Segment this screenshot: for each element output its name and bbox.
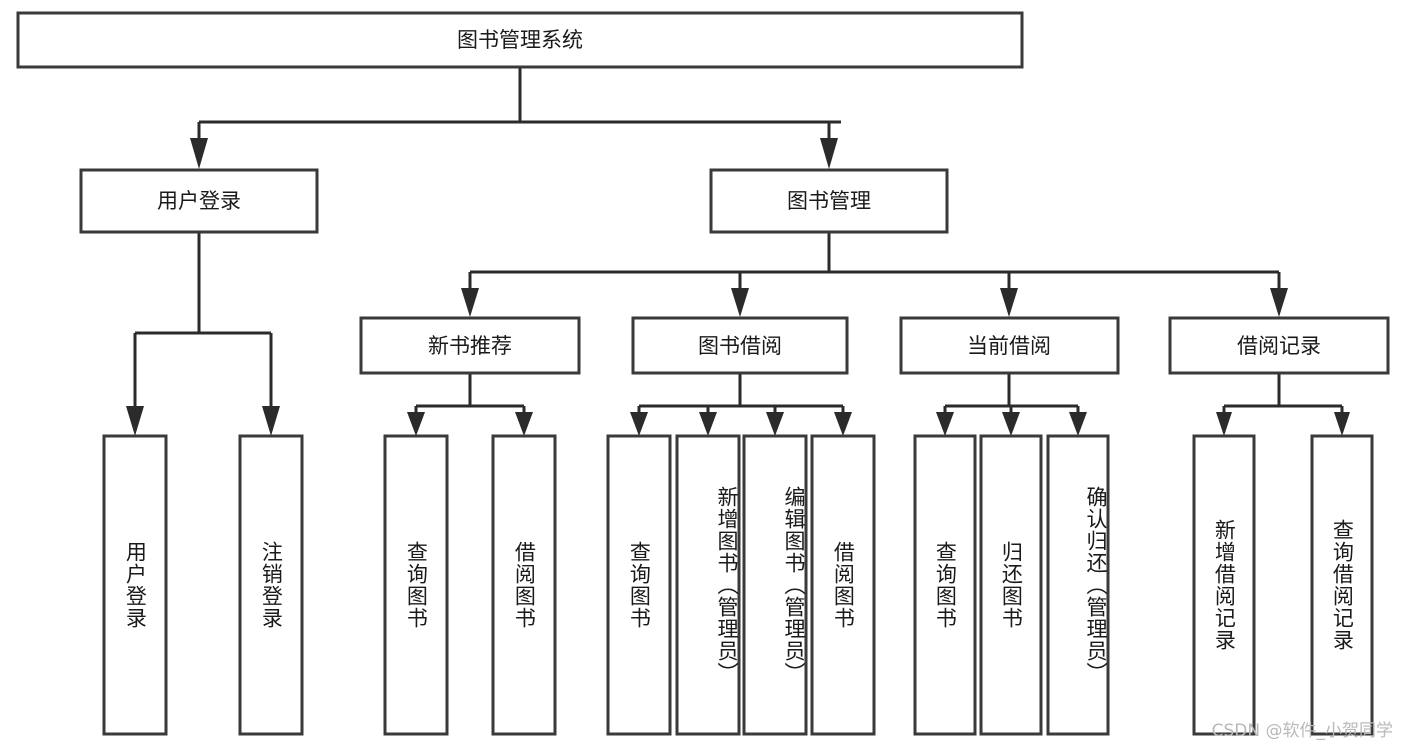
arrow-head-leaf-query-book-3	[936, 412, 954, 436]
csdn-watermark: CSDN @软件_小贺同学	[1211, 721, 1393, 741]
arrow-head-leaf-query-book-1	[407, 412, 425, 436]
connector-group-borrow-to-leaves	[630, 373, 852, 436]
node-leaf-query-record-box[interactable]	[1310, 434, 1374, 736]
node-newbook-label: 新书推荐	[428, 334, 512, 358]
node-leaf-user-login-box[interactable]	[102, 434, 168, 736]
node-leaf-query-book-3-box[interactable]	[913, 434, 977, 736]
arrow-head-leaf-add-record	[1216, 412, 1232, 436]
node-newbook[interactable]: 新书推荐	[359, 316, 581, 375]
connector-group-root-to-level2	[190, 67, 841, 169]
node-borrow[interactable]: 图书借阅	[631, 316, 849, 375]
node-newbook-box[interactable]	[359, 316, 581, 375]
arrow-head-leaf-confirm-return	[1069, 412, 1087, 436]
node-records-box[interactable]	[1168, 316, 1390, 375]
node-current-label: 当前借阅	[967, 334, 1051, 358]
arrow-head-leaf-logout	[262, 406, 280, 436]
arrow-head-newbook	[461, 288, 479, 317]
node-bookmgmt[interactable]: 图书管理	[709, 168, 949, 234]
node-borrow-box[interactable]	[631, 316, 849, 375]
node-leaf-confirm-return-box[interactable]	[1046, 434, 1110, 736]
node-current[interactable]: 当前借阅	[899, 316, 1120, 375]
node-borrow-label: 图书借阅	[698, 334, 782, 358]
node-records[interactable]: 借阅记录	[1168, 316, 1390, 375]
node-leaf-add-record-box[interactable]	[1192, 434, 1256, 736]
node-root[interactable]: 图书管理系统	[16, 11, 1024, 69]
arrow-head-leaf-add-book	[699, 412, 717, 436]
node-leaf-borrow-book-2-box[interactable]	[810, 434, 876, 736]
node-leaf-return-book-box[interactable]	[979, 434, 1043, 736]
arrow-head-bookmgmt	[820, 138, 838, 169]
node-current-box[interactable]	[899, 316, 1120, 375]
node-bookmgmt-box[interactable]	[709, 168, 949, 234]
arrow-head-leaf-query-book-2	[630, 412, 648, 436]
connector-group-records-to-leaves	[1216, 373, 1350, 436]
connector-group-login-to-leaves	[126, 232, 280, 436]
node-leaf-logout-box[interactable]	[238, 434, 304, 736]
arrow-head-records	[1270, 288, 1288, 317]
node-login-box[interactable]	[79, 168, 319, 234]
arrow-head-borrow	[731, 288, 749, 317]
arrow-head-leaf-borrow-book-2	[834, 412, 852, 436]
connector-group-newbook-to-leaves	[407, 373, 533, 436]
connector-group-bookmgmt-to-level3	[461, 232, 1288, 317]
node-login[interactable]: 用户登录	[79, 168, 319, 234]
node-root-box[interactable]	[16, 11, 1024, 69]
node-leaf-edit-book-box[interactable]	[742, 434, 808, 736]
node-records-label: 借阅记录	[1237, 334, 1321, 358]
node-leaf-query-book-1-box[interactable]	[383, 434, 449, 736]
arrow-head-leaf-query-record	[1334, 412, 1350, 436]
arrow-head-current	[1000, 288, 1018, 317]
node-leaf-add-book-box[interactable]	[675, 434, 741, 736]
arrow-head-leaf-borrow-book-1	[515, 412, 533, 436]
node-leaf-query-book-2-box[interactable]	[606, 434, 672, 736]
node-bookmgmt-label: 图书管理	[787, 189, 871, 213]
arrow-head-login	[190, 138, 208, 169]
arrow-head-leaf-edit-book	[766, 412, 784, 436]
arrow-head-leaf-user-login	[126, 406, 144, 436]
node-root-label: 图书管理系统	[457, 28, 583, 52]
node-login-label: 用户登录	[157, 189, 241, 213]
arrow-head-leaf-return-book	[1002, 412, 1020, 436]
node-leaf-borrow-book-1-box[interactable]	[491, 434, 557, 736]
connector-group-current-to-leaves	[936, 373, 1087, 436]
